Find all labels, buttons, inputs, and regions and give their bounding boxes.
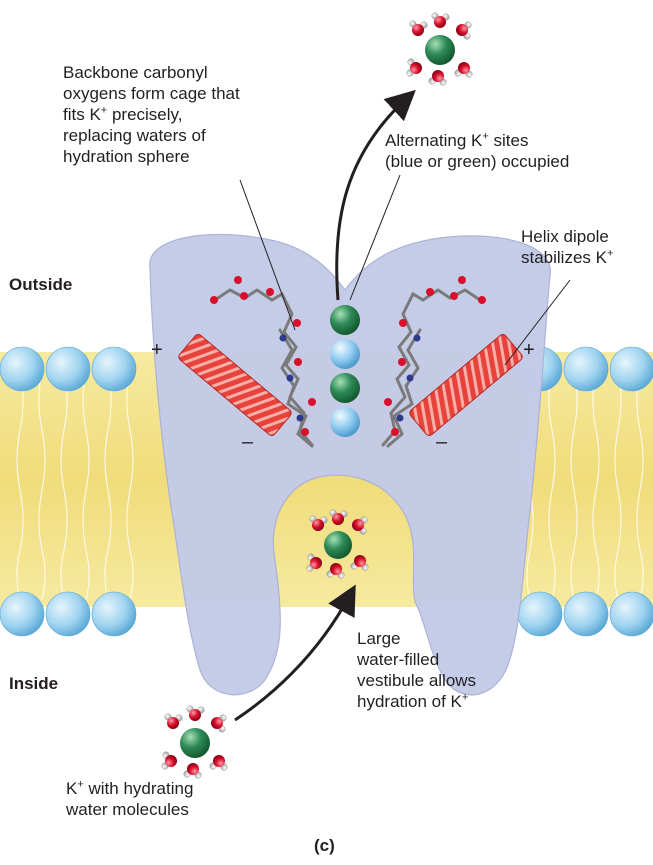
plus-sign-right: + <box>523 340 535 360</box>
panel-label: (c) <box>314 835 335 856</box>
channel-protein <box>150 235 551 695</box>
alternating-label: Alternating K+ sites (blue or green) occ… <box>385 130 569 172</box>
hydrating-label: K+ with hydrating water molecules <box>66 778 193 820</box>
minus-sign-left: – <box>242 432 253 452</box>
vestibule-label: Large water-filled vestibule allows hydr… <box>357 628 476 712</box>
plus-sign-left: + <box>151 340 163 360</box>
inside-label: Inside <box>9 673 58 694</box>
outside-label: Outside <box>9 274 72 295</box>
helix-label: Helix dipole stabilizes K+ <box>521 226 613 268</box>
minus-sign-right: – <box>436 432 447 452</box>
backbone-label: Backbone carbonyl oxygens form cage that… <box>63 62 240 167</box>
water-molecule-icon <box>162 706 227 778</box>
water-molecule-icon <box>407 13 472 85</box>
